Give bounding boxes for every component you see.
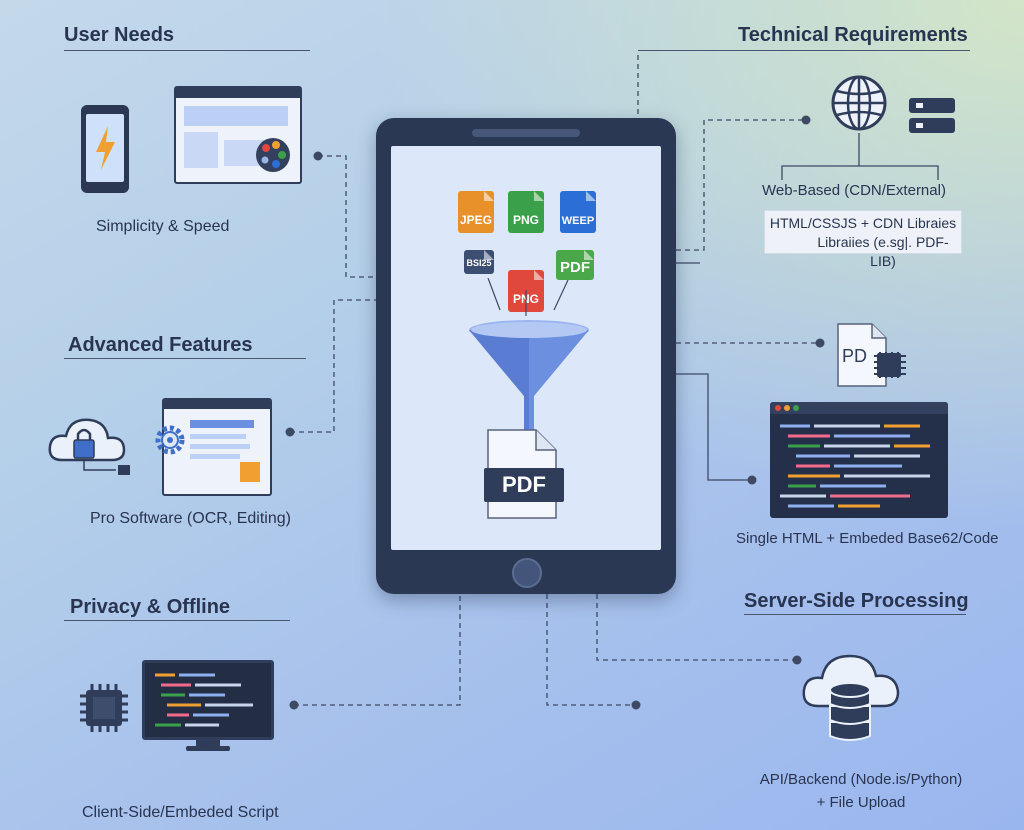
advanced-features-title: Advanced Features [68, 334, 253, 356]
jpeg-label: JPEG [459, 213, 492, 227]
funnel-icon [469, 320, 589, 438]
png-label: PNG [512, 213, 539, 227]
tablet-home-button[interactable] [512, 558, 542, 588]
pdf-chip-icon [837, 323, 906, 387]
pdf-input-label: PDF [560, 259, 590, 276]
cloud-database-icon [802, 654, 900, 741]
cpu-chip-icon [80, 684, 128, 732]
pd-chip-label: PD [842, 346, 868, 366]
output-pdf-label: PDF [484, 468, 564, 502]
server-side-caption-line1: API/Backend (Node.is/Python) [759, 771, 963, 788]
cdn-libraries-box: HTML/CSSJS + CDN Libraies Libraiies (e.s… [764, 210, 962, 269]
tablet-speaker [472, 129, 580, 137]
gear-icon [155, 425, 185, 455]
privacy-offline-title: Privacy & Offline [70, 596, 231, 618]
cdn-libraries-line1: HTML/CSSJS + CDN Libraies [769, 215, 957, 231]
server-side-caption: API/Backend (Node.is/Python) + File Uplo… [736, 768, 986, 814]
bsi25-file-icon: BSI25 [464, 250, 494, 274]
cloud-lock-icon [48, 418, 130, 475]
technical-requirements-title: Technical Requirements [738, 24, 968, 46]
privacy-offline-divider [64, 620, 290, 621]
single-html-caption: Single HTML + Embeded Base62/Code [736, 530, 999, 547]
advanced-features-divider [64, 358, 306, 359]
technical-requirements-divider [638, 50, 970, 51]
server-rack-icon [909, 98, 955, 133]
cdn-libraries-line2: Libraiies (e.sg|. PDF-LIB) [817, 234, 949, 269]
privacy-offline-caption: Client-Side/Embeded Script [82, 804, 279, 821]
user-needs-caption: Simplicity & Speed [96, 218, 230, 235]
globe-icon [831, 75, 887, 131]
advanced-features-caption: Pro Software (OCR, Editing) [90, 510, 291, 527]
pdf-input-file-icon: PDF [556, 250, 594, 280]
code-window-icon [770, 402, 948, 518]
bsi25-label: BSI25 [466, 258, 492, 268]
browser-palette-icon [174, 86, 302, 184]
server-side-caption-line2: + File Upload [816, 794, 906, 811]
code-monitor-icon [142, 660, 274, 752]
technical-requirements-caption: Web-Based (CDN/External) [762, 182, 946, 199]
png-file-icon: PNG [508, 191, 544, 233]
weep-label: WEEP [561, 215, 595, 227]
server-side-divider [744, 614, 966, 615]
server-side-title: Server-Side Processing [744, 590, 969, 612]
user-needs-title: User Needs [64, 24, 175, 46]
file-flow-lines [487, 278, 569, 316]
user-needs-divider [64, 50, 310, 51]
jpeg-file-icon: JPEG [458, 191, 494, 233]
lightning-phone-icon [81, 105, 129, 193]
weep-file-icon: WEEP [560, 191, 596, 233]
